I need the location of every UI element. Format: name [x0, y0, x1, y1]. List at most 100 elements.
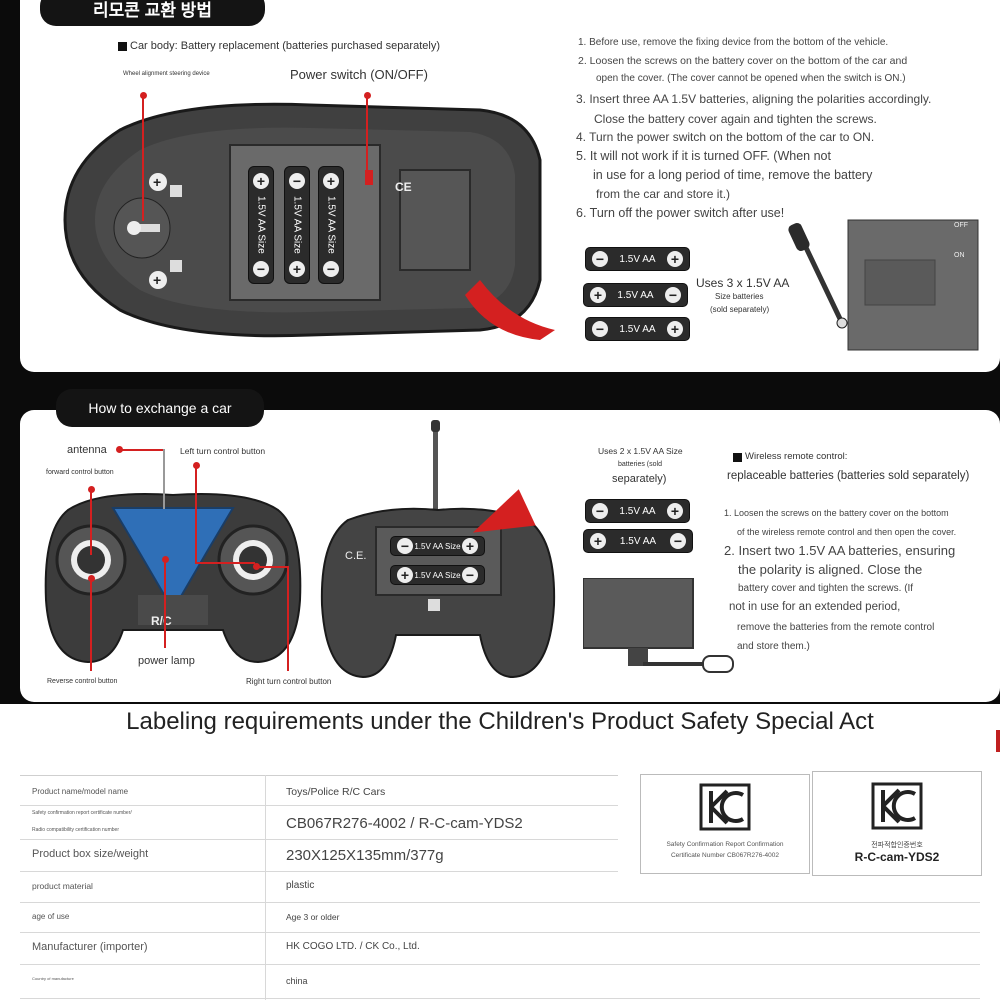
- screwdriver-board-illustration: [788, 219, 979, 351]
- row-value: china: [286, 976, 308, 986]
- on-label: ON: [954, 252, 965, 259]
- kc-safety-caption-1: Safety Confirmation Report Confirmation: [666, 841, 784, 848]
- bottom-step-1b: of the wireless remote control and then …: [737, 527, 957, 537]
- antenna-label: antenna: [67, 444, 107, 456]
- row-value: Toys/Police R/C Cars: [286, 786, 386, 798]
- battery-label: 1.5V AA: [617, 289, 654, 301]
- ce-mark: CE: [395, 180, 412, 194]
- minus-icon: −: [592, 503, 608, 519]
- top-step-6: 6. Turn off the power switch after use!: [576, 206, 785, 220]
- minus-icon: −: [461, 567, 478, 583]
- plus-icon: +: [590, 287, 606, 303]
- minus-icon: −: [592, 321, 608, 337]
- power-switch-pointer-line: [366, 96, 368, 176]
- right-turn-label: Right turn control button: [246, 677, 332, 686]
- row-label: Safety confirmation report certificate n…: [32, 810, 132, 816]
- table-top-border: [20, 775, 618, 776]
- plus-icon: +: [666, 251, 683, 267]
- off-label: OFF: [954, 222, 968, 229]
- battery-label: 1.5V AA: [619, 505, 656, 517]
- square-bullet-icon: [733, 453, 742, 462]
- row-value: CB067R276-4002 / R-C-cam-YDS2: [286, 815, 523, 832]
- car-battery-label: 1.5V AA Size: [325, 196, 337, 254]
- labeling-title: Labeling requirements under the Children…: [126, 708, 874, 735]
- antenna-pointer-dot: [116, 446, 123, 453]
- row-label: age of use: [32, 912, 70, 921]
- antenna-tip: [431, 420, 440, 432]
- top-step-3: 3. Insert three AA 1.5V batteries, align…: [576, 92, 932, 106]
- bottom-header-pill: How to exchange a car: [56, 389, 264, 427]
- row-label: Country of manufacture: [32, 976, 74, 981]
- top-step-1: 1. Before use, remove the fixing device …: [578, 37, 889, 48]
- left-turn-pointer-line: [195, 466, 197, 562]
- right-turn-pointer-line: [287, 567, 289, 671]
- row-value: 230X125X135mm/377g: [286, 847, 444, 864]
- top-step-5: 5. It will not work if it is turned OFF.…: [576, 149, 831, 163]
- car-battery-2: − 1.5V AA Size +: [284, 166, 310, 284]
- table-column-divider: [265, 775, 266, 1000]
- remote-battery-1: − 1.5V AA Size +: [390, 536, 485, 556]
- power-lamp-pointer-dot: [162, 556, 169, 563]
- battery-cover-screwdriver-illustration: [583, 578, 734, 673]
- wheel-alignment-pointer-dot: [140, 92, 147, 99]
- svg-text:+: +: [153, 272, 161, 288]
- bottom-step-2: 2. Insert two 1.5V AA batteries, ensurin…: [724, 543, 956, 558]
- power-lamp-pointer-line: [164, 560, 166, 648]
- remote-aa-battery-2: + 1.5V AA −: [583, 529, 693, 553]
- minus-icon: −: [323, 260, 339, 277]
- aa-battery-1: − 1.5V AA +: [585, 247, 690, 271]
- car-body-label: Car body: Battery replacement (batteries…: [130, 40, 440, 52]
- table-row: Product box size/weight 230X125X135mm/37…: [20, 839, 618, 872]
- kc-radio-box: 전파적합인증번호 R-C-cam-YDS2: [812, 771, 982, 876]
- right-turn-pointer-dot: [253, 563, 260, 570]
- kc-mark-icon: [871, 782, 923, 830]
- svg-text:+: +: [153, 174, 161, 190]
- square-bullet-icon: [118, 42, 127, 51]
- row-label-2: Radio compatibility certification number: [32, 827, 119, 833]
- car-battery-label: 1.5V AA Size: [291, 196, 303, 254]
- antenna-pointer-line: [122, 449, 164, 451]
- uses-2-line1: Uses 2 x 1.5V AA Size: [598, 446, 683, 456]
- kc-radio-caption-korean: 전파적합인증번호: [871, 842, 923, 849]
- top-step-5c: from the car and store it.): [596, 187, 731, 201]
- bottom-step-3b: remove the batteries from the remote con…: [737, 622, 935, 633]
- minus-icon: −: [664, 287, 681, 303]
- row-label: Product name/model name: [32, 787, 129, 796]
- table-row: Product name/model name Toys/Police R/C …: [20, 775, 618, 806]
- car-battery-1: + 1.5V AA Size −: [248, 166, 274, 284]
- remote-back-illustration: [320, 507, 556, 679]
- minus-icon: −: [253, 260, 269, 277]
- table-row: Safety confirmation report certificate n…: [20, 805, 618, 840]
- wheel-alignment-pointer-line: [142, 96, 144, 221]
- power-switch-label: Power switch (ON/OFF): [290, 67, 428, 82]
- bottom-step-1: 1. Loosen the screws on the battery cove…: [724, 508, 949, 518]
- plus-icon: +: [666, 503, 683, 519]
- remote-ce-label: C.E.: [345, 550, 367, 562]
- left-turn-pointer-line-h: [195, 562, 255, 564]
- car-battery-label: 1.5V AA Size: [255, 196, 267, 254]
- minus-icon: −: [397, 538, 413, 554]
- table-row: Manufacturer (importer) HK COGO LTD. / C…: [20, 932, 980, 965]
- size-batteries-label: Size batteries: [715, 292, 764, 301]
- remote-aa-battery-1: − 1.5V AA +: [585, 499, 690, 523]
- top-step-3b: Close the battery cover again and tighte…: [594, 112, 877, 126]
- minus-icon: −: [289, 173, 305, 189]
- forward-pointer-dot: [88, 486, 95, 493]
- plus-icon: +: [666, 321, 683, 337]
- bottom-step-2b: the polarity is aligned. Close the: [738, 562, 923, 577]
- reverse-pointer-dot: [88, 575, 95, 582]
- left-turn-pointer-dot: [193, 462, 200, 469]
- top-step-5b: in use for a long period of time, remove…: [593, 168, 873, 182]
- car-battery-3: + 1.5V AA Size −: [318, 166, 344, 284]
- svg-text:R/C: R/C: [151, 614, 172, 628]
- uses-2-line2: batteries (sold: [618, 461, 662, 468]
- wheel-alignment-label: Wheel alignment steering device: [123, 71, 210, 77]
- plus-icon: +: [461, 538, 478, 554]
- table-row: age of use Age 3 or older: [20, 902, 980, 933]
- row-label: product material: [32, 881, 93, 891]
- table-row: product material plastic: [20, 871, 980, 903]
- minus-icon: −: [669, 533, 686, 549]
- row-label: Product box size/weight: [32, 848, 149, 860]
- sold-separately-label: (sold separately): [710, 305, 770, 314]
- right-turn-pointer-line-h: [257, 566, 289, 568]
